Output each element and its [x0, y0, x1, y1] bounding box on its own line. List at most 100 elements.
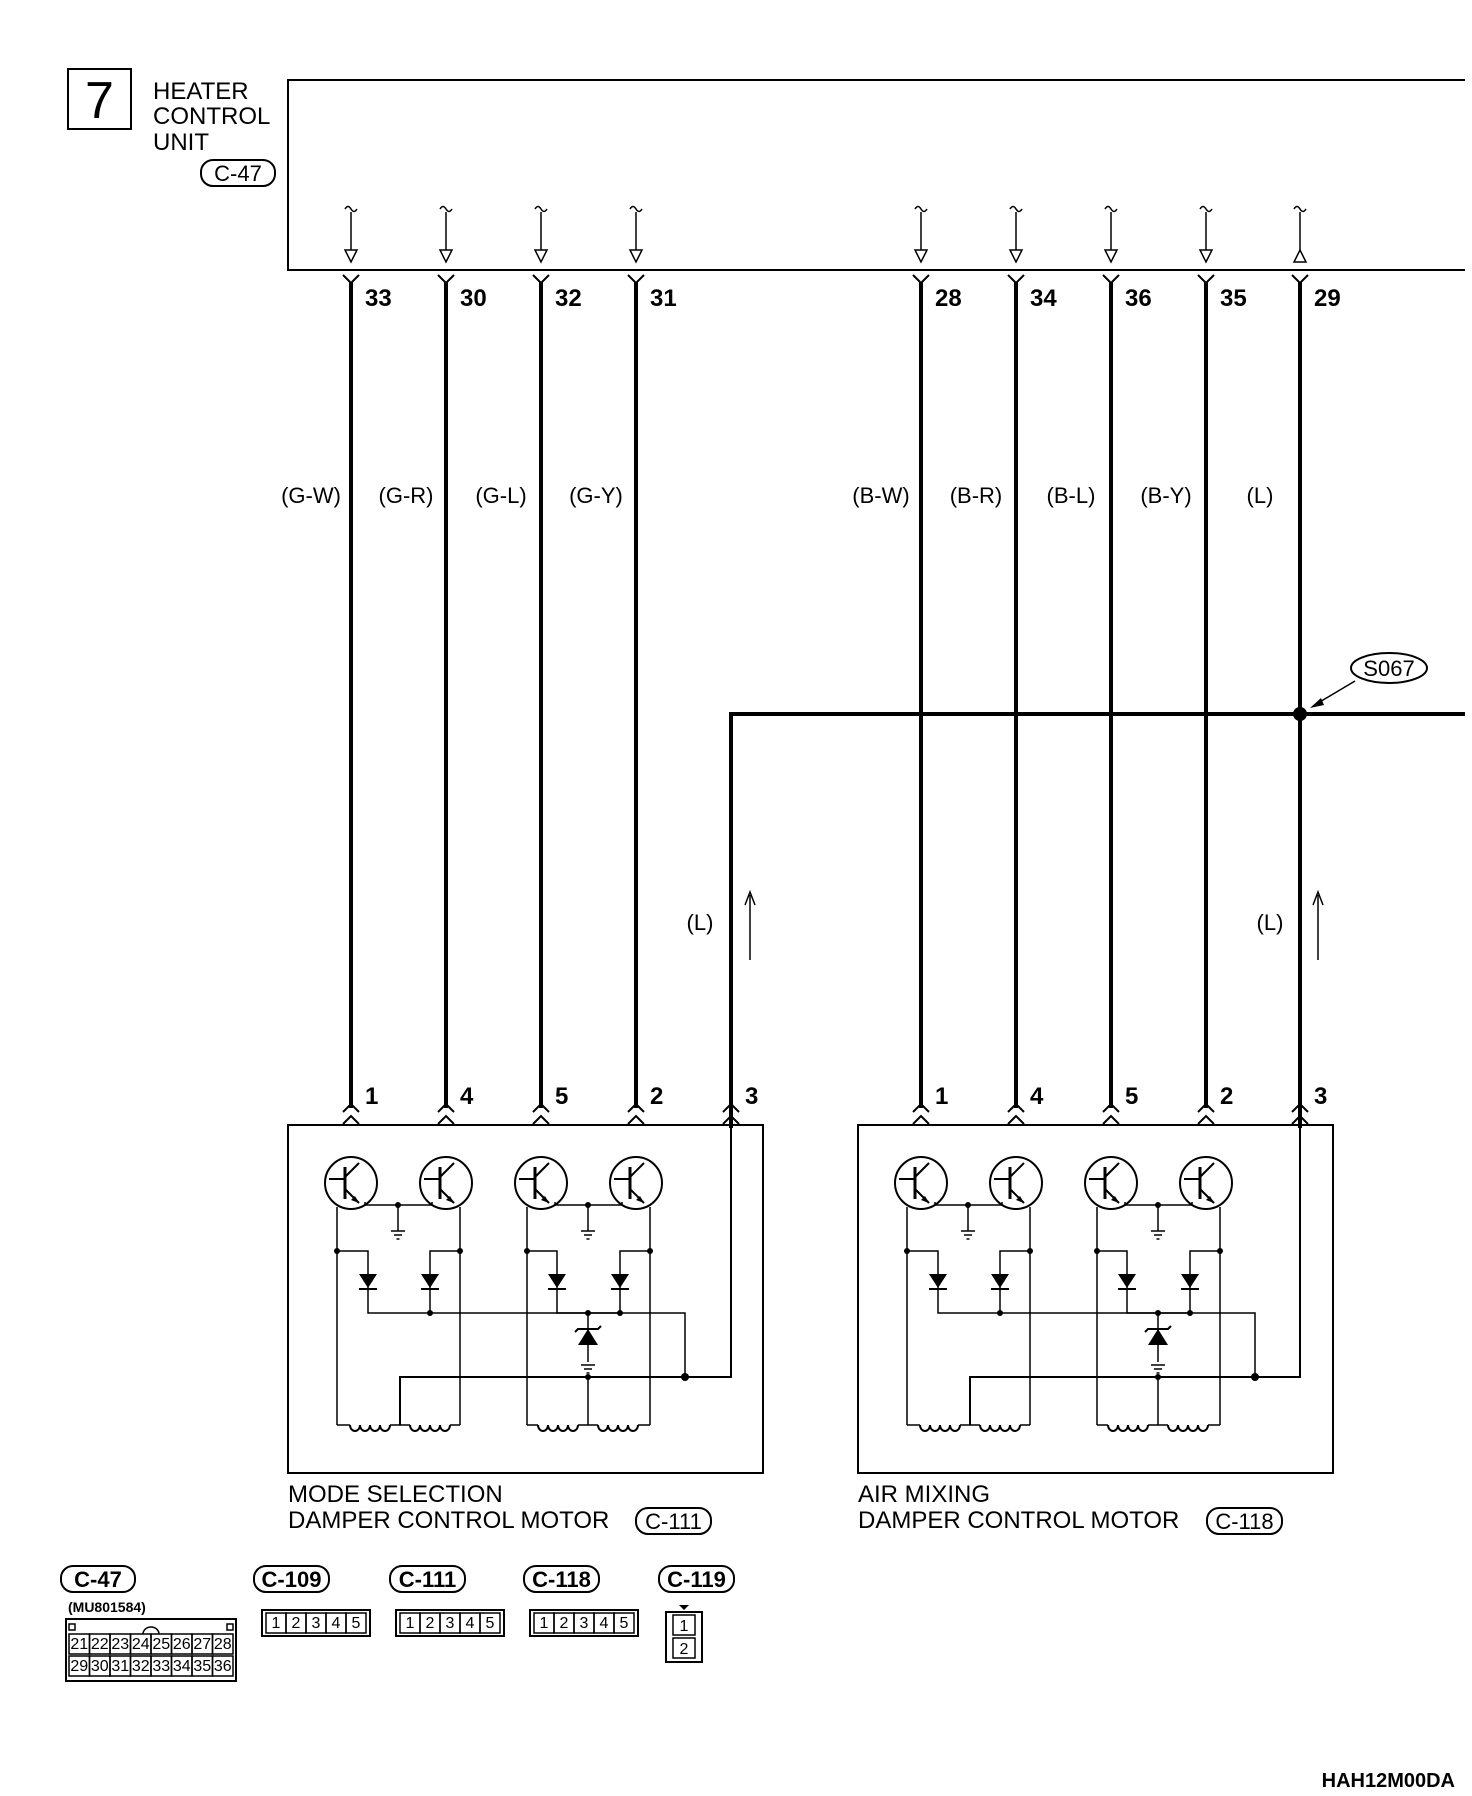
connector-pin-cell: 29: [68, 1655, 91, 1677]
wire-color-label: (B-Y): [1140, 483, 1191, 508]
connector-pin-cell: 35: [191, 1655, 214, 1677]
svg-text:23: 23: [111, 1636, 129, 1653]
ground-icon: [580, 1364, 596, 1374]
diode-icon: [420, 1273, 440, 1290]
motor-b-name-line2: DAMPER CONTROL MOTOR: [858, 1507, 1179, 1534]
connector-pin-mark: [912, 274, 930, 285]
connector-pin-cell: 5: [613, 1612, 635, 1634]
unit-pin-number: 35: [1220, 285, 1247, 312]
unit-terminal-icon: [913, 205, 929, 264]
svg-text:26: 26: [173, 1636, 191, 1653]
wire-color-label: (G-L): [475, 483, 526, 508]
section-number: 7: [85, 72, 114, 130]
svg-text:30: 30: [91, 1658, 109, 1675]
connector-pin-cell: 26: [170, 1633, 193, 1655]
connector-view-part-c47: (MU801584): [68, 1599, 146, 1615]
diode-icon: [1117, 1273, 1137, 1290]
svg-text:32: 32: [132, 1658, 150, 1675]
motor-pin-number: 4: [1030, 1083, 1044, 1110]
connector-pin-cell: 1: [672, 1614, 696, 1636]
svg-text:22: 22: [91, 1636, 109, 1653]
svg-text:1: 1: [540, 1615, 549, 1632]
transistor-icon: [608, 1155, 664, 1211]
wire-color-label: (B-R): [950, 483, 1003, 508]
diode-icon: [928, 1273, 948, 1290]
coil-icon: [349, 1424, 391, 1432]
connector-pin-mark: [1102, 274, 1120, 285]
unit-terminal-icon: [438, 205, 454, 264]
connector-pin-mark: [532, 1114, 550, 1125]
splice-tag: [1350, 652, 1428, 684]
coil-icon: [979, 1424, 1021, 1432]
connector-view-label-c118: C-118: [532, 1567, 591, 1592]
connector-pin-mark: [1102, 1114, 1120, 1125]
connector-c119-pins: 12: [665, 1605, 703, 1663]
connector-pin-mark: [342, 1114, 360, 1125]
svg-text:27: 27: [193, 1636, 211, 1653]
connector-pin-cell: 2: [285, 1612, 307, 1634]
motor-b-name-line1: AIR MIXING: [858, 1481, 990, 1508]
unit-terminal-icon: [628, 205, 644, 264]
connector-pin-cell: 3: [573, 1612, 595, 1634]
current-arrow-b: [1312, 889, 1324, 960]
connector-pin-cell: 2: [553, 1612, 575, 1634]
connector-view-tag-c47: [60, 1565, 136, 1593]
svg-text:34: 34: [173, 1658, 191, 1675]
connector-pin-cell: 27: [191, 1633, 214, 1655]
svg-text:5: 5: [486, 1615, 495, 1632]
connector-pin-cell: 31: [109, 1655, 132, 1677]
connector-view-label-c47: C-47: [74, 1567, 122, 1592]
connector-pin-cell: 3: [305, 1612, 327, 1634]
connector-pin-cell: 4: [593, 1612, 615, 1634]
connector-view-tag-c119: [658, 1565, 735, 1593]
diode-icon: [610, 1273, 630, 1290]
ground-icon: [960, 1230, 976, 1240]
connector-pin-cell: 1: [265, 1612, 287, 1634]
connector-pin-mark: [437, 1114, 455, 1125]
wire-color-label: (G-W): [281, 483, 341, 508]
diode-icon: [547, 1273, 567, 1290]
connector-pin-cell: 3: [439, 1612, 461, 1634]
unit-terminal-icon: [1103, 205, 1119, 264]
motor-mode-selection: MODE SELECTION DAMPER CONTROL MOTOR C-11…: [287, 1030, 764, 1535]
svg-text:21: 21: [70, 1636, 88, 1653]
zener-diode-icon: [574, 1325, 602, 1346]
motor-pin-number: 1: [935, 1083, 948, 1110]
wire-color-label: (B-L): [1047, 483, 1096, 508]
diode-icon: [358, 1273, 378, 1290]
feed-wire-color-a: (L): [687, 910, 714, 935]
transistor-icon: [323, 1155, 379, 1211]
ground-icon: [390, 1230, 406, 1240]
motor-pin-number: 1: [365, 1083, 378, 1110]
unit-pin-number: 32: [555, 285, 582, 312]
motor-pin-number: 5: [1125, 1083, 1138, 1110]
unit-pin-number: 29: [1314, 285, 1341, 312]
wire-color-label: (B-W): [852, 483, 909, 508]
connector-tag-c111-text: C-111: [645, 1509, 702, 1534]
svg-text:5: 5: [352, 1615, 361, 1632]
motor-pin-number: 5: [555, 1083, 568, 1110]
transistor-icon: [418, 1155, 474, 1211]
connector-view-tag-c118: [523, 1565, 600, 1593]
svg-text:3: 3: [446, 1615, 455, 1632]
connector-pin-cell: 34: [170, 1655, 193, 1677]
svg-text:1: 1: [272, 1615, 281, 1632]
connector-view-label-c111: C-111: [399, 1567, 457, 1592]
connector-tag-c118-text: C-118: [1215, 1509, 1273, 1534]
svg-text:31: 31: [111, 1658, 129, 1675]
connector-pin-cell: 32: [129, 1655, 152, 1677]
svg-text:4: 4: [332, 1615, 341, 1632]
connector-pin-mark: [627, 1102, 645, 1113]
unit-terminal-icon: [533, 205, 549, 264]
connector-tag-c111: [635, 1507, 712, 1535]
connector-view-label-c109: C-109: [262, 1567, 322, 1592]
svg-text:3: 3: [312, 1615, 321, 1632]
ground-icon: [580, 1230, 596, 1240]
svg-text:36: 36: [214, 1658, 232, 1675]
motor-b-box: [857, 1124, 1334, 1474]
feed-bus-wire: [729, 712, 1465, 980]
